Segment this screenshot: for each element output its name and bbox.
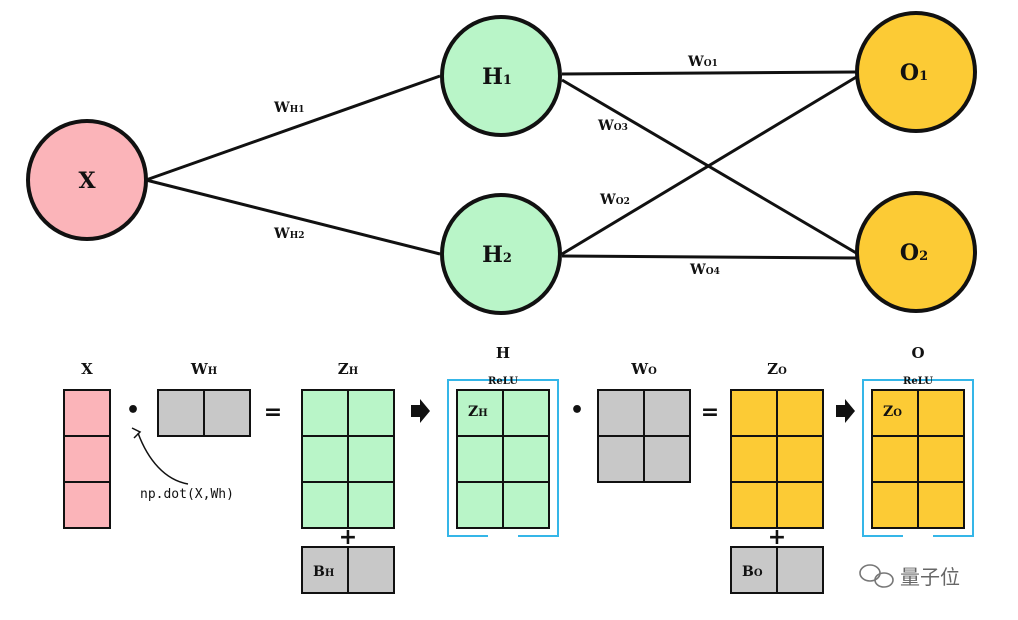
matrix-bh — [301, 546, 395, 594]
arrowhead-icon — [131, 427, 142, 439]
weight-label-wh1: WH1 — [273, 100, 305, 116]
edge-h2-o1 — [561, 74, 859, 256]
node-h2: H2 — [440, 193, 562, 315]
matrix-h-head: H — [496, 344, 510, 362]
equals-operator-2: = — [701, 400, 719, 425]
matrix-h — [456, 389, 550, 529]
code-annotation: np.dot(X,Wh) — [140, 487, 234, 502]
dot-operator-2: • — [570, 398, 584, 423]
matrix-zh — [301, 389, 395, 529]
matrix-x-head: X — [81, 360, 93, 378]
matrix-wh — [157, 389, 251, 437]
matrix-wh-head: WH — [190, 360, 217, 378]
arrow-right-icon — [836, 399, 855, 423]
node-x: X — [26, 119, 148, 241]
network-edges — [145, 70, 859, 260]
dot-operator-1: • — [126, 398, 140, 423]
weight-label-wh2: WH2 — [273, 226, 305, 242]
matrix-bo — [730, 546, 824, 594]
node-o1: O1 — [855, 11, 977, 133]
edge-x-h2 — [145, 178, 441, 256]
weight-label-wo3: WO3 — [597, 118, 628, 134]
edge-x-h1 — [145, 74, 441, 182]
o-cell-zo-label: ZO — [883, 404, 902, 420]
weight-label-wo1: WO1 — [687, 54, 718, 70]
matrix-wo-head: WO — [630, 360, 657, 378]
edge-h1-o1 — [561, 70, 857, 76]
edge-h2-o2 — [561, 254, 859, 260]
weight-label-wo2: WO2 — [599, 192, 630, 208]
relu-label-o: ReLU — [903, 376, 933, 387]
plus-operator-2: + — [768, 525, 786, 550]
matrix-zh-head: ZH — [338, 360, 358, 378]
wechat-icon — [859, 564, 894, 588]
edge-h1-o2 — [561, 78, 859, 256]
matrix-zo-head: ZO — [767, 360, 787, 378]
matrix-wo — [597, 389, 691, 483]
annotation-arrow — [137, 432, 189, 485]
node-o1-label: O1 — [900, 60, 928, 86]
watermark: 量子位 — [859, 564, 960, 589]
node-h1-label: H1 — [482, 64, 512, 90]
matrix-o — [871, 389, 965, 529]
relu-bracket-h — [447, 379, 559, 537]
watermark-text: 量子位 — [900, 565, 960, 589]
matrix-o-head: O — [911, 344, 924, 362]
weight-label-wo4: WO4 — [689, 262, 720, 278]
relu-label-h: ReLU — [488, 376, 518, 387]
bh-label: BH — [313, 564, 334, 580]
node-o2-label: O2 — [900, 240, 928, 266]
node-o2: O2 — [855, 191, 977, 313]
node-h2-label: H2 — [482, 242, 512, 268]
matrix-x — [63, 389, 111, 529]
node-x-label: X — [78, 168, 96, 194]
arrow-right-icon — [411, 399, 430, 423]
equals-operator-1: = — [264, 400, 282, 425]
node-h1: H1 — [440, 15, 562, 137]
matrix-zo — [730, 389, 824, 529]
bo-label: BO — [742, 564, 763, 580]
h-cell-zh-label: ZH — [468, 404, 488, 420]
plus-operator-1: + — [339, 525, 357, 550]
relu-bracket-o — [862, 379, 974, 537]
